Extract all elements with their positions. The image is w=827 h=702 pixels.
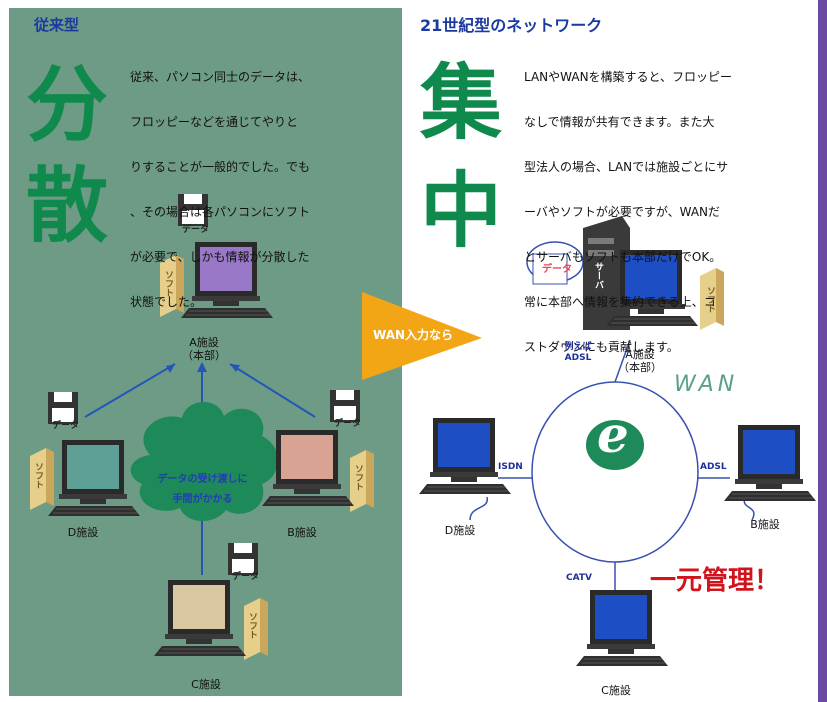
left-site-d-computer bbox=[30, 392, 141, 517]
left-para-line: 、その場合は各パソコンにソフト bbox=[130, 205, 311, 219]
right-site-d-computer bbox=[418, 417, 512, 495]
cloud-caption: データの受け渡しに 手間がかかる bbox=[157, 474, 248, 505]
bubble-data-label: データ bbox=[542, 264, 572, 275]
right-para-line: とサーバもソフトも本部だけでOK。 bbox=[524, 250, 722, 264]
conn-c-label: CATV bbox=[566, 573, 592, 583]
left-big-char-2: 散 bbox=[26, 158, 109, 254]
right-a-soft-label: ソフト bbox=[705, 286, 715, 313]
data-bubble bbox=[526, 241, 584, 285]
right-para-line: 常に本部へ情報を集約できる上、コ bbox=[524, 295, 716, 309]
left-d-soft-label: ソフト bbox=[33, 462, 43, 489]
left-d-data-label: データ bbox=[52, 421, 80, 431]
left-site-d-label: D施設 bbox=[67, 526, 99, 539]
left-b-soft-label: ソフト bbox=[353, 464, 363, 491]
left-site-b-computer bbox=[261, 390, 374, 512]
left-title: 従来型 bbox=[34, 16, 80, 34]
centralized-management-callout: 一元管理！ bbox=[650, 566, 781, 596]
wan-arrow-label: WAN入力なら bbox=[373, 328, 454, 342]
conn-d-label: ISDN bbox=[498, 462, 523, 472]
right-para-line: ーバやソフトが必要ですが、WANだ bbox=[524, 205, 721, 219]
right-site-b-label: B施設 bbox=[750, 518, 780, 531]
internet-e-letter: e bbox=[597, 405, 629, 464]
right-paragraph: LANやWANを構築すると、フロッピー なしで情報が共有できます。また大 型法人… bbox=[524, 40, 732, 385]
right-para-line: ストダウンにも貢献します。 bbox=[524, 340, 679, 354]
right-site-c-label: C施設 bbox=[601, 684, 631, 697]
left-big-char-1: 分 bbox=[26, 57, 109, 153]
left-para-line: 状態でした。 bbox=[130, 295, 203, 309]
right-site-d-label: D施設 bbox=[444, 524, 476, 537]
right-big-char-1: 集 bbox=[420, 55, 503, 151]
right-para-line: LANやWANを構築すると、フロッピー bbox=[524, 70, 733, 84]
left-a-data-label: データ bbox=[182, 225, 210, 235]
right-edge-stripe bbox=[818, 0, 827, 702]
internet-e-logo bbox=[584, 418, 646, 472]
right-site-a-label: A施設 （本部） bbox=[618, 348, 662, 374]
left-para-line: りすることが一般的でした。でも bbox=[130, 160, 311, 174]
conn-a-label: 例えば ADSL bbox=[564, 342, 592, 363]
left-site-a-label: A施設 （本部） bbox=[182, 336, 226, 362]
server-tower bbox=[583, 216, 630, 330]
right-para-line: 型法人の場合、LANでは施設ごとにサ bbox=[524, 160, 729, 174]
left-site-c-computer bbox=[153, 543, 268, 660]
left-a-soft-label: ソフト bbox=[163, 270, 173, 297]
right-site-c-computer bbox=[575, 589, 669, 667]
left-c-soft-label: ソフト bbox=[247, 612, 257, 639]
left-para-line: フロッピーなどを通じてやりと bbox=[130, 115, 299, 129]
left-para-line: が必要で、しかも情報が分散した bbox=[130, 250, 310, 264]
wan-arrow bbox=[362, 292, 482, 380]
server-label: サーバ bbox=[593, 262, 603, 289]
left-c-data-label: データ bbox=[232, 572, 260, 582]
wan-text: WAN bbox=[674, 372, 739, 397]
left-paragraph: 従来、パソコン同士のデータは、 フロッピーなどを通じてやりと りすることが一般的… bbox=[130, 40, 310, 340]
internet-caption: インターネット経由で スピード入力 bbox=[566, 485, 666, 516]
left-para-line: 従来、パソコン同士のデータは、 bbox=[130, 70, 311, 84]
left-site-b-label: B施設 bbox=[287, 526, 317, 539]
right-title: 21世紀型のネットワーク bbox=[420, 16, 603, 35]
left-site-a-computer bbox=[160, 194, 274, 319]
left-b-data-label: データ bbox=[334, 419, 362, 429]
cloud-shape bbox=[130, 401, 278, 522]
right-para-line: なしで情報が共有できます。また大 bbox=[524, 115, 715, 129]
left-site-c-label: C施設 bbox=[191, 678, 221, 691]
conn-b-label: ADSL bbox=[700, 462, 727, 472]
right-site-b-computer bbox=[723, 424, 817, 502]
right-site-a-computer bbox=[605, 249, 699, 327]
right-big-char-2: 中 bbox=[420, 163, 503, 259]
